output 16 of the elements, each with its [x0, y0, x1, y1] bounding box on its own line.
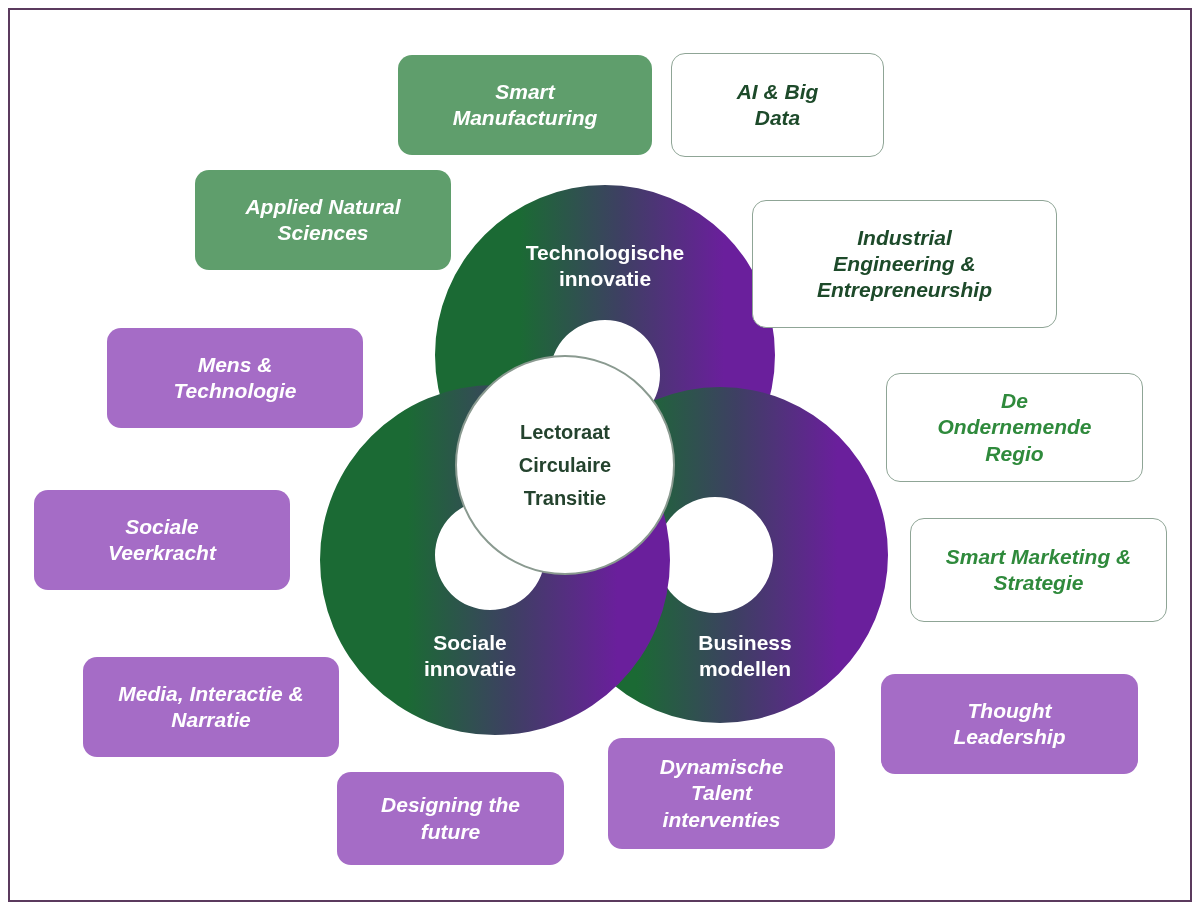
ring-label: Sociale innovatie — [423, 630, 517, 683]
topic-box: Applied Natural Sciences — [195, 170, 451, 270]
topic-box: De Ondernemende Regio — [886, 373, 1143, 482]
topic-box: Smart Marketing & Strategie — [910, 518, 1167, 622]
center-label: Lectoraat Circulaire Transitie — [517, 419, 613, 511]
topic-box: Mens & Technologie — [107, 328, 363, 428]
topic-box: Media, Interactie & Narratie — [83, 657, 339, 757]
topic-box: Sociale Veerkracht — [34, 490, 290, 590]
topic-box: AI & Big Data — [671, 53, 884, 157]
topic-box: Smart Manufacturing — [398, 55, 652, 155]
topic-box: Thought Leadership — [881, 674, 1138, 774]
ring-label: Technologische innovatie — [525, 240, 685, 293]
topic-box: Designing the future — [337, 772, 564, 865]
topic-box: Industrial Engineering & Entrepreneurship — [752, 200, 1057, 328]
ring-label: Business modellen — [698, 630, 792, 683]
topic-box: Dynamische Talent interventies — [608, 738, 835, 849]
